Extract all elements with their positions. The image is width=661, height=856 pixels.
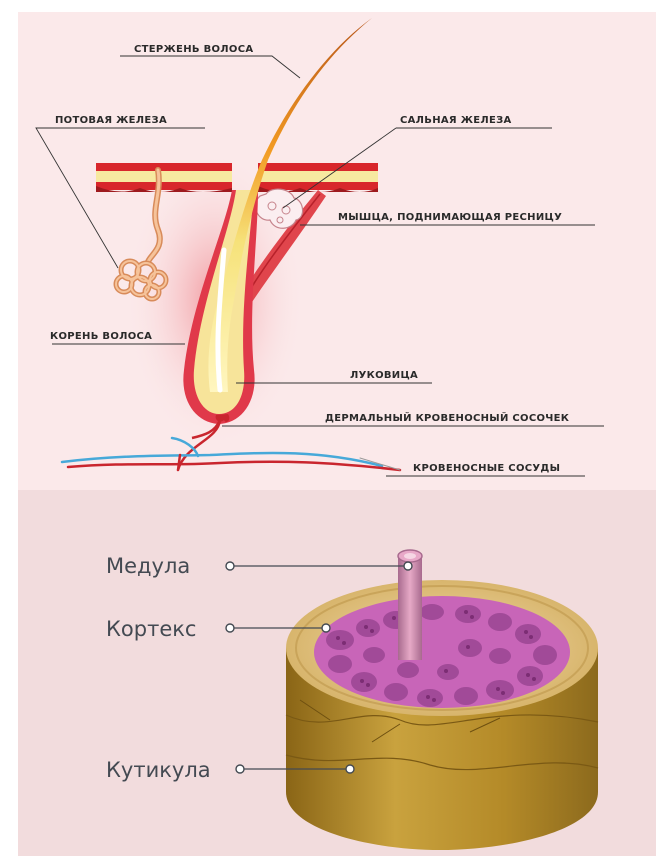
label-cortex: Кортекс [106, 617, 196, 641]
label-hair-root: КОРЕНЬ ВОЛОСА [50, 331, 152, 342]
label-medulla: Медула [106, 554, 190, 578]
skin-layer-right [258, 163, 378, 192]
label-blood-vessels: КРОВЕНОСНЫЕ СОСУДЫ [413, 463, 560, 474]
medulla-tube [398, 556, 422, 660]
skin-layer-left [96, 163, 232, 192]
label-bulb: ЛУКОВИЦА [350, 370, 418, 381]
label-sweat-gland: ПОТОВАЯ ЖЕЛЕЗА [55, 115, 167, 126]
label-sebaceous-gland: САЛЬНАЯ ЖЕЛЕЗА [400, 115, 512, 126]
label-cuticle: Кутикула [106, 758, 211, 782]
label-arrector-muscle: МЫШЦА, ПОДНИМАЮЩАЯ РЕСНИЦУ [338, 212, 562, 223]
label-dermal-papilla: ДЕРМАЛЬНЫЙ КРОВЕНОСНЫЙ СОСОЧЕК [325, 411, 570, 424]
label-hair-shaft: СТЕРЖЕНЬ ВОЛОСА [134, 44, 253, 55]
